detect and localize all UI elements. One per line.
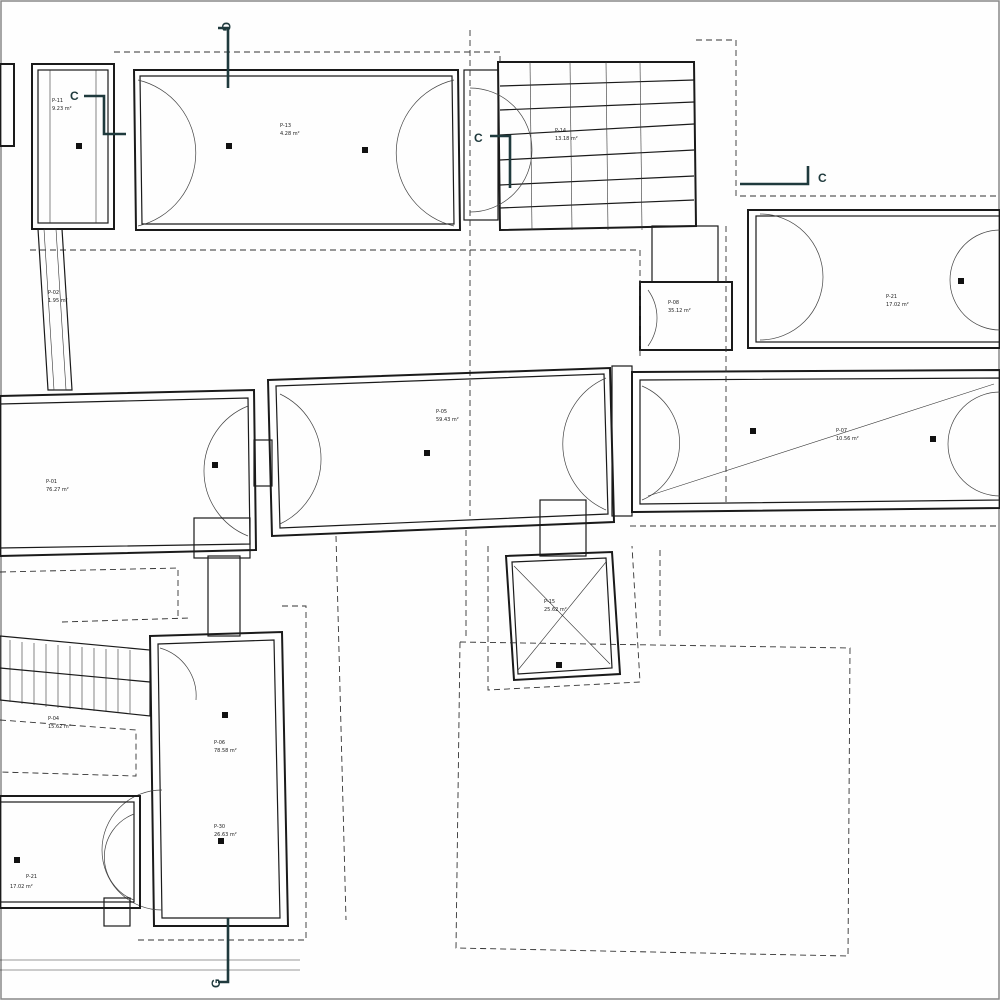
room-p11	[132, 69, 462, 231]
room-label-p15: P-06	[214, 740, 225, 746]
room-label-p08: P-21	[886, 294, 897, 300]
room-area-p04: 15.62 m²	[48, 724, 71, 730]
room-area-p15: 78.58 m²	[214, 748, 237, 754]
section-marker-g-top: G	[218, 22, 233, 88]
room-p15-stair	[0, 635, 151, 717]
section-marker-g-bottom: G	[209, 918, 230, 988]
section-letter-c-left: C	[70, 89, 79, 103]
section-marker-c-right: C	[740, 166, 827, 186]
section-letter-g-bottom: G	[209, 979, 223, 988]
room-p07	[639, 281, 733, 351]
room-p13-stair	[496, 61, 698, 232]
room-area-p30: 26.63 m²	[214, 832, 237, 838]
room-label-p10: P-11	[52, 98, 63, 104]
room-area-p21: 17.02 m²	[10, 884, 33, 890]
room-p05	[266, 366, 616, 538]
room-p06	[631, 368, 1000, 514]
section-letter-g-top: G	[219, 22, 233, 31]
room-area-p06: 10.56 m²	[836, 436, 859, 442]
room-label-p07: P-08	[668, 300, 679, 306]
room-area-p01: 76.27 m²	[46, 487, 69, 493]
room-label-p04: P-04	[48, 716, 59, 722]
section-marker-c-left: C	[70, 89, 126, 136]
room-label-p01: P-01	[46, 479, 57, 485]
section-letter-c-right: C	[818, 171, 827, 185]
level-markers	[14, 143, 964, 863]
room-label-p05: P-05	[436, 409, 447, 415]
room-label-p13: P-14	[555, 128, 566, 134]
wall-left-edge-room	[0, 63, 15, 147]
room-area-p08: 17.02 m²	[886, 302, 909, 308]
corridor-left	[37, 228, 73, 391]
room-area-p11: 4.28 m²	[280, 131, 300, 137]
room-label-p02: P-02	[48, 290, 59, 296]
room-area-p05: 59.43 m²	[436, 417, 459, 423]
room-p01	[0, 388, 258, 558]
section-letter-c-mid: C	[474, 131, 483, 145]
room-area-p13: 13.18 m²	[555, 136, 578, 142]
room-label-p11: P-13	[280, 123, 291, 129]
room-labels: P-13 4.28 m² P-11 9.23 m² P-14 13.18 m² …	[10, 98, 909, 890]
room-p14	[504, 550, 622, 682]
room-area-p02: 1.95 m²	[48, 298, 68, 304]
room-p21	[0, 795, 141, 909]
room-p08	[747, 209, 1000, 349]
room-area-p07: 35.12 m²	[668, 308, 691, 314]
room-label-p14: P-15	[544, 599, 555, 605]
room-area-p14: 25.62 m²	[544, 607, 567, 613]
section-marker-c-mid: C	[474, 131, 512, 188]
room-area-p10: 9.23 m²	[52, 106, 72, 112]
dashed-outline-lower-right	[455, 641, 851, 957]
room-label-p21: P-21	[26, 874, 37, 880]
room-label-p06: P-07	[836, 428, 847, 434]
room-label-p30: P-30	[214, 824, 225, 830]
